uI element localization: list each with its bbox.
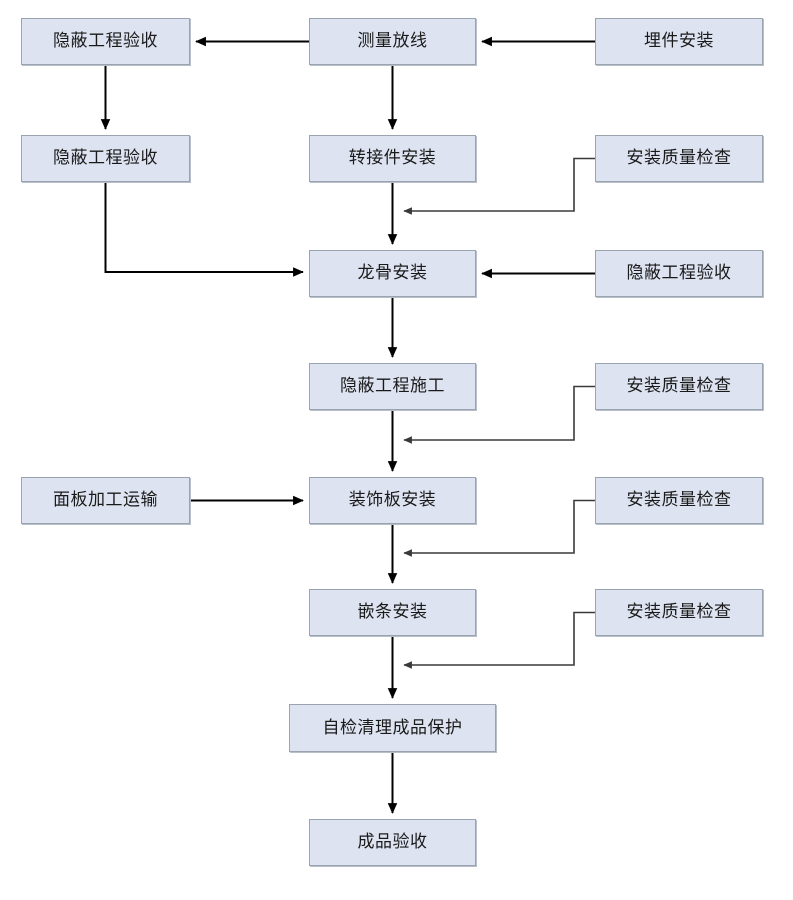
node-label: 隐蔽工程施工: [340, 376, 445, 396]
node-label: 面板加工运输: [53, 490, 158, 510]
node-label: 转接件安装: [348, 148, 437, 168]
edge-quality-check-4-feedback: [403, 611, 595, 669]
node-concealed-acceptance-3[interactable]: 隐蔽工程验收: [595, 250, 763, 297]
node-adapter-installation[interactable]: 转接件安装: [309, 135, 476, 182]
node-label: 装饰板安装: [348, 490, 437, 510]
node-embedded-part-installation[interactable]: 埋件安装: [595, 18, 763, 65]
node-panel-fabrication-transport[interactable]: 面板加工运输: [21, 477, 190, 524]
node-label: 安装质量检查: [626, 602, 732, 622]
node-final-product-acceptance[interactable]: 成品验收: [309, 819, 476, 866]
node-self-inspection-cleaning-protection[interactable]: 自检清理成品保护: [289, 704, 496, 752]
node-keel-installation[interactable]: 龙骨安装: [309, 250, 476, 297]
node-trim-strip-installation[interactable]: 嵌条安装: [309, 589, 476, 636]
node-label: 测量放线: [357, 31, 428, 51]
node-decorative-panel-installation[interactable]: 装饰板安装: [309, 477, 476, 524]
node-label: 嵌条安装: [357, 602, 428, 622]
node-quality-check-2[interactable]: 安装质量检查: [595, 363, 763, 410]
node-survey-setting-out[interactable]: 测量放线: [309, 18, 476, 65]
edge-quality-check-3-feedback: [403, 499, 595, 557]
node-quality-check-3[interactable]: 安装质量检查: [595, 477, 763, 524]
node-label: 安装质量检查: [626, 148, 732, 168]
node-label: 隐蔽工程验收: [53, 31, 158, 51]
node-concealed-works-construction[interactable]: 隐蔽工程施工: [309, 363, 476, 410]
node-label: 隐蔽工程验收: [626, 263, 732, 283]
node-quality-check-1[interactable]: 安装质量检查: [595, 135, 763, 182]
node-label: 埋件安装: [644, 31, 714, 51]
edge-quality-check-2-feedback: [403, 385, 595, 444]
node-label: 隐蔽工程验收: [53, 148, 158, 168]
node-label: 安装质量检查: [626, 376, 732, 396]
edge-quality-check-1-feedback: [403, 157, 595, 215]
node-label: 成品验收: [357, 832, 428, 852]
node-label: 自检清理成品保护: [322, 717, 463, 738]
node-label: 龙骨安装: [357, 263, 428, 283]
node-concealed-acceptance-1[interactable]: 隐蔽工程验收: [21, 18, 190, 65]
edge-concealed-accept-2-to-keel: [104, 182, 304, 277]
node-quality-check-4[interactable]: 安装质量检查: [595, 589, 763, 636]
node-label: 安装质量检查: [626, 490, 732, 510]
node-concealed-acceptance-2[interactable]: 隐蔽工程验收: [21, 135, 190, 182]
